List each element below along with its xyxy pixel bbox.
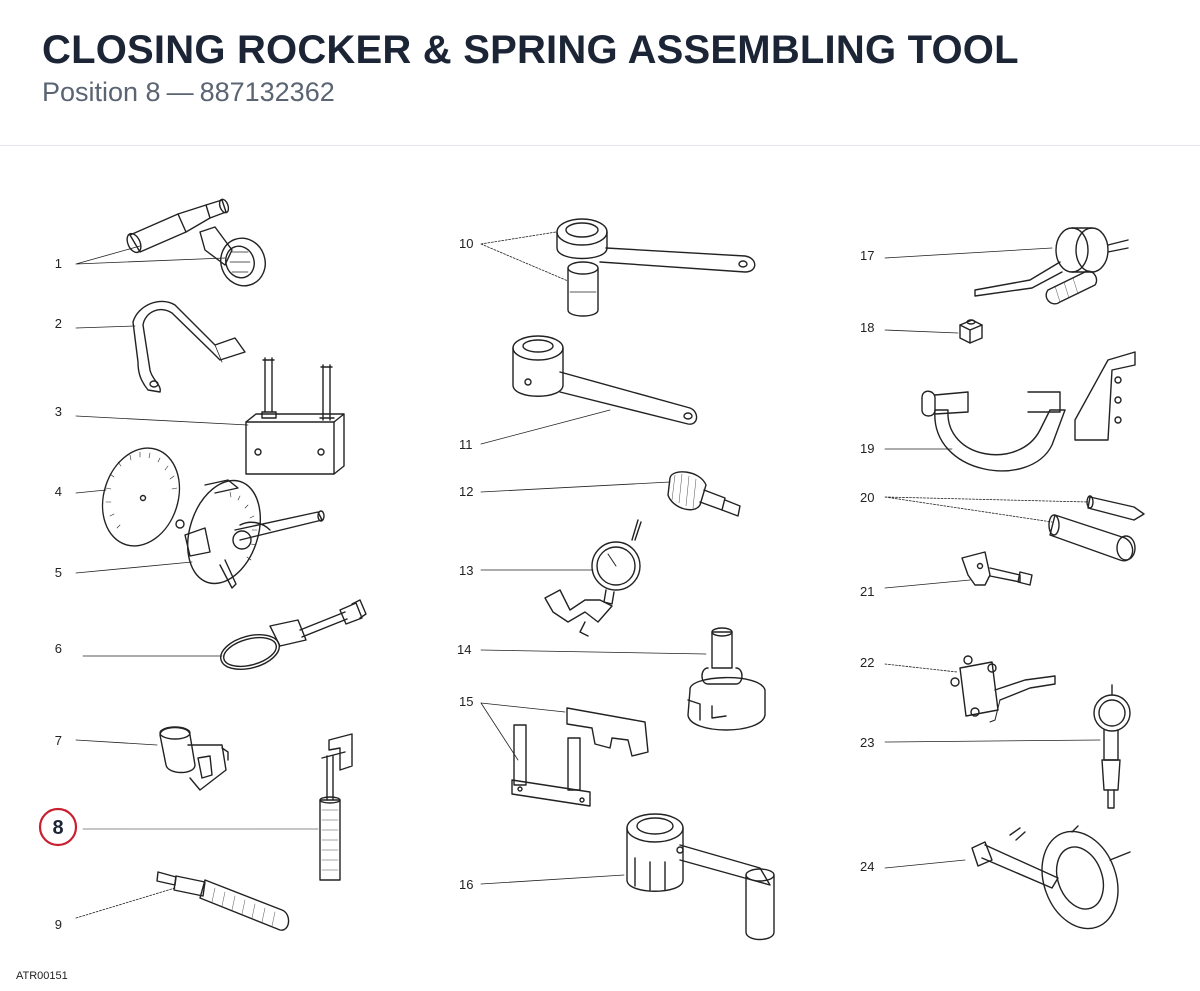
tool-15-plate-frame: [511, 707, 649, 807]
label-13: 13: [459, 563, 473, 578]
tool-4-degree-wheel: [101, 447, 181, 547]
label-18: 18: [860, 320, 874, 335]
label-21: 21: [860, 584, 874, 599]
tool-10-pin-wrench: [556, 218, 756, 317]
label-2: 2: [55, 316, 62, 331]
label-16: 16: [459, 877, 473, 892]
tool-7-castle-socket: [159, 726, 229, 791]
tool-2-hook-bar: [132, 300, 246, 393]
label-1: 1: [55, 256, 62, 271]
tool-5-wheel-assembly: [175, 479, 325, 589]
tool-20-pins: [1048, 495, 1145, 562]
label-4: 4: [55, 484, 62, 499]
position-numbers: 1 2 3 4 5 6 7 8 9 10 11 12 13 14 15 16 1…: [52, 236, 874, 932]
tool-18-small-nut: [959, 319, 983, 344]
label-15: 15: [459, 694, 473, 709]
tool-23-bore-gauge: [1093, 684, 1131, 809]
label-14: 14: [457, 642, 471, 657]
header: CLOSING ROCKER & SPRING ASSEMBLING TOOL …: [0, 0, 1200, 146]
tool-22-stud-plate: [950, 655, 1056, 723]
tool-24-ring-clamp: [971, 825, 1131, 930]
subtitle-position: Position 8: [42, 77, 161, 107]
tool-6-strap-wrench: [220, 599, 367, 670]
label-12: 12: [459, 484, 473, 499]
tool-17-gear-puller: [974, 227, 1129, 305]
label-8: 8: [52, 817, 63, 839]
tool-8-closing-rocker-spring-tool: [319, 733, 353, 881]
label-5: 5: [55, 565, 62, 580]
page-title: CLOSING ROCKER & SPRING ASSEMBLING TOOL: [42, 28, 1019, 72]
label-17: 17: [860, 248, 874, 263]
subtitle-dash: —: [166, 77, 194, 107]
highlight-circle-8: [38, 807, 78, 847]
tool-12-knurled-drift: [667, 471, 741, 517]
label-22: 22: [860, 655, 874, 670]
tool-16-castle-wrench: [626, 813, 775, 941]
label-3: 3: [55, 404, 62, 419]
label-10: 10: [459, 236, 473, 251]
tool-14-bushing-tool: [687, 627, 766, 731]
tool-3-stud-plate: [245, 357, 345, 475]
label-9: 9: [55, 917, 62, 932]
label-20: 20: [860, 490, 874, 505]
tool-11-pin-wrench: [512, 335, 698, 425]
tool-19-c-frame: [921, 351, 1136, 472]
leader-lines: [75, 231, 1101, 919]
subtitle-code: 887132362: [199, 77, 335, 107]
label-6: 6: [55, 641, 62, 656]
tool-13-dial-gauge: [544, 519, 642, 637]
diagram-code: ATR00151: [16, 970, 68, 982]
tool-21-bracket-screw: [961, 551, 1033, 586]
page-subtitle: Position 8—887132362: [42, 77, 335, 108]
label-11: 11: [459, 437, 473, 452]
label-23: 23: [860, 735, 874, 750]
label-24: 24: [860, 859, 874, 874]
label-7: 7: [55, 733, 62, 748]
label-19: 19: [860, 441, 874, 456]
tool-1-socket-wrench: [126, 198, 266, 287]
tool-9-knurled-punch: [156, 871, 290, 931]
